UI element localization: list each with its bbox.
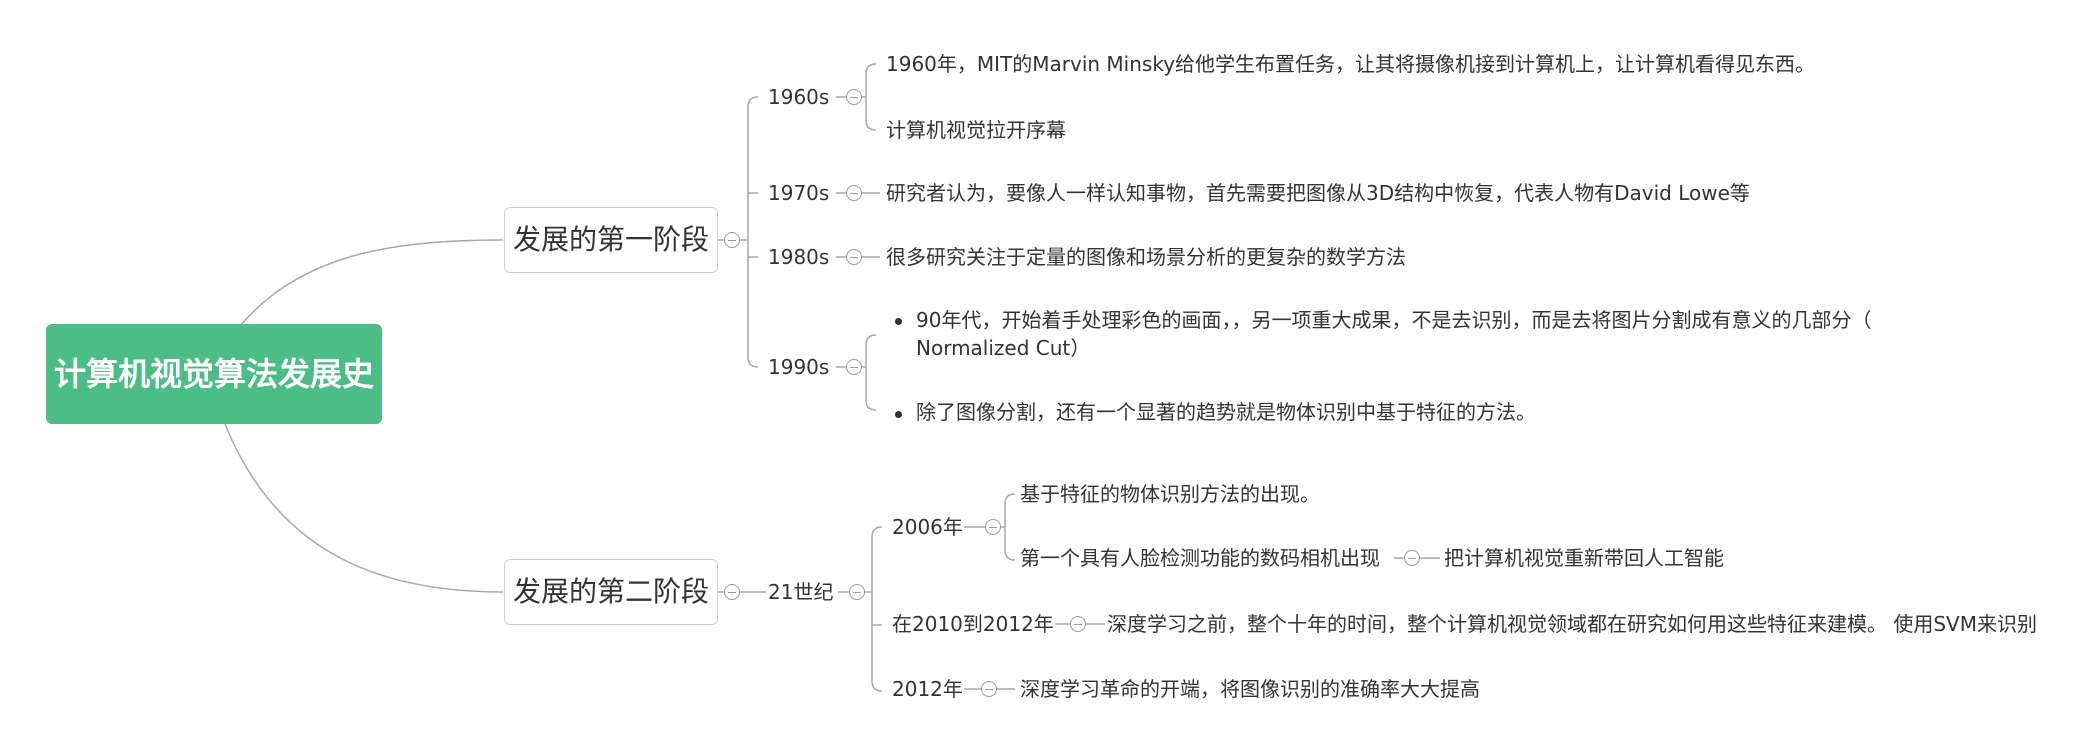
topic-1990s[interactable]: 1990s <box>768 355 830 379</box>
collapse-toggle-icon[interactable] <box>1070 616 1086 632</box>
stage1-topic[interactable]: 发展的第一阶段 <box>504 207 718 273</box>
topic-2010-2012[interactable]: 在2010到2012年 <box>892 612 1054 636</box>
collapse-toggle-icon[interactable] <box>981 681 997 697</box>
topic-1990s-detail-1-cont: Normalized Cut） <box>916 336 1091 360</box>
topic-1990s-detail-1[interactable]: 90年代，开始着手处理彩色的画面，，另一项重大成果，不是去识别，而是去将图片分割… <box>916 308 1872 332</box>
topic-2012[interactable]: 2012年 <box>892 677 963 701</box>
topic-1970s[interactable]: 1970s <box>768 181 830 205</box>
topic-2010-2012-detail[interactable]: 深度学习之前，整个十年的时间，整个计算机视觉领域都在研究如何用这些特征来建模。 … <box>1107 612 2037 636</box>
topic-1990s-detail-2[interactable]: 除了图像分割，还有一个显著的趋势就是物体识别中基于特征的方法。 <box>916 400 1536 424</box>
topic-1960s[interactable]: 1960s <box>768 85 830 109</box>
topic-21st-century[interactable]: 21世纪 <box>768 580 834 604</box>
bullet-icon <box>895 411 902 418</box>
collapse-toggle-icon[interactable] <box>985 519 1001 535</box>
topic-1980s[interactable]: 1980s <box>768 245 830 269</box>
topic-1960s-note[interactable]: 计算机视觉拉开序幕 <box>886 118 1066 142</box>
collapse-toggle-icon[interactable] <box>724 232 740 248</box>
stage2-topic[interactable]: 发展的第二阶段 <box>504 559 718 625</box>
collapse-toggle-icon[interactable] <box>846 359 862 375</box>
topic-2006-camera-detail[interactable]: 把计算机视觉重新带回人工智能 <box>1444 546 1724 570</box>
collapse-toggle-icon[interactable] <box>724 584 740 600</box>
topic-2012-detail[interactable]: 深度学习革命的开端，将图像识别的准确率大大提高 <box>1020 677 1480 701</box>
collapse-toggle-icon[interactable] <box>846 89 862 105</box>
topic-2006-detail[interactable]: 基于特征的物体识别方法的出现。 <box>1020 482 1320 506</box>
topic-1970s-detail[interactable]: 研究者认为，要像人一样认知事物，首先需要把图像从3D结构中恢复，代表人物有Dav… <box>886 181 1750 205</box>
bullet-icon <box>895 318 902 325</box>
collapse-toggle-icon[interactable] <box>846 249 862 265</box>
topic-1960s-detail[interactable]: 1960年，MIT的Marvin Minsky给他学生布置任务，让其将摄像机接到… <box>886 52 1816 76</box>
topic-2006-camera[interactable]: 第一个具有人脸检测功能的数码相机出现 <box>1020 546 1380 570</box>
collapse-toggle-icon[interactable] <box>846 185 862 201</box>
collapse-toggle-icon[interactable] <box>1404 550 1420 566</box>
topic-2006[interactable]: 2006年 <box>892 515 963 539</box>
root-topic[interactable]: 计算机视觉算法发展史 <box>46 324 382 424</box>
topic-1980s-detail[interactable]: 很多研究关注于定量的图像和场景分析的更复杂的数学方法 <box>886 245 1406 269</box>
collapse-toggle-icon[interactable] <box>849 584 865 600</box>
